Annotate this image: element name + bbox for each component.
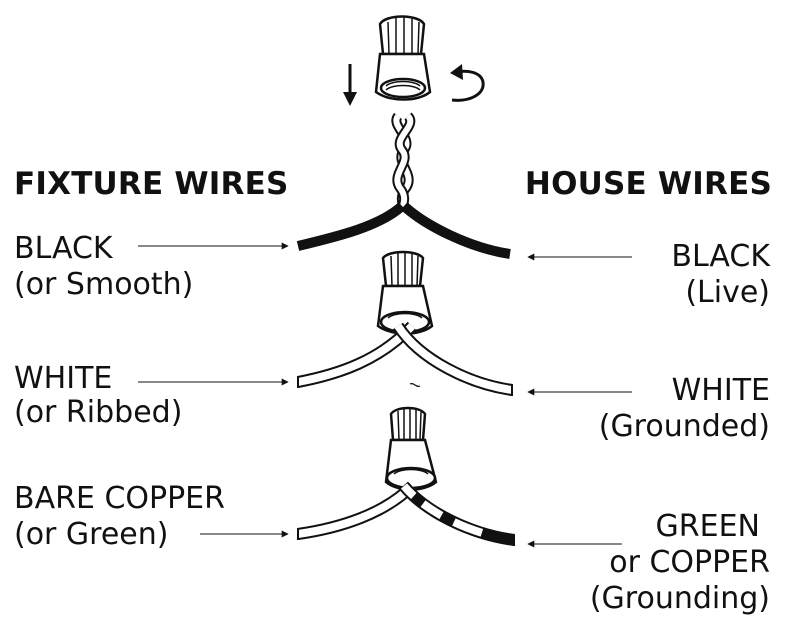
grounding-wires [297,481,515,546]
fixture-label-copper-alt: (or Green) [14,517,169,552]
house-wires-header: HOUSE WIRES [524,166,772,202]
house-label-green: GREEN [655,509,760,544]
fixture-label-black: BLACK [14,231,113,266]
black-wires [296,202,511,259]
house-label-grounding: (Grounding) [589,581,770,616]
house-label-white-alt: (Grounded) [598,409,770,444]
fixture-label-copper: BARE COPPER [14,481,225,516]
house-label-black-alt: (Live) [685,275,770,310]
wire-nut-icon [374,15,432,101]
white-wires [296,321,513,396]
house-label-copper: or COPPER [609,545,770,580]
fixture-wires-header: FIXTURE WIRES [14,166,289,202]
fixture-label-white-alt: (or Ribbed) [14,395,183,430]
down-arrow-icon [343,64,357,106]
twisted-wires [391,112,416,211]
house-label-white: WHITE [671,373,770,408]
rotate-arrow-icon [450,64,485,102]
fixture-label-black-alt: (or Smooth) [14,267,194,302]
fixture-label-white: WHITE [14,361,113,396]
wire-nut-icon [376,250,434,335]
wire-nut-icon [384,406,438,491]
house-label-black: BLACK [671,239,770,274]
